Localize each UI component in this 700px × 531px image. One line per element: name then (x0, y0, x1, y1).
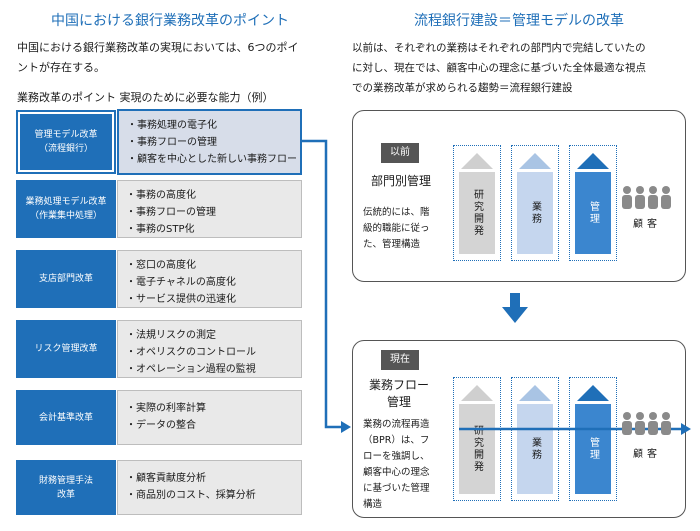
before-column-label: 管理 (587, 201, 599, 225)
capability-item: ・実際の利率計算 (126, 403, 206, 414)
point-label-risk: リスク管理改革 (16, 320, 116, 378)
left-intro-line: 中国における銀行業務改革の実現においては、6つのポイ (17, 41, 299, 54)
after-column-research: 研究開発 (453, 377, 501, 501)
point-capabilities-management-model: ・事務処理の電子化 ・事務フローの管理 ・顧客を中心とした新しい事務フロー (117, 109, 302, 175)
point-label-finance: 財務管理手法 改革 (16, 460, 116, 515)
before-text-line: 級的職能に従っ (363, 223, 430, 234)
after-text-line: 業務の流程再造 (363, 419, 430, 430)
capability-item: ・データの整合 (126, 420, 196, 431)
capability-item: ・事務のSTP化 (126, 224, 195, 235)
capability-item: ・窓口の高度化 (126, 260, 196, 271)
left-section-title: 中国における銀行業務改革のポイント (51, 13, 289, 29)
after-text-line: ローを強調し、 (363, 451, 430, 462)
after-text-line: （BPR）は、フ (363, 435, 430, 446)
left-intro: 中国における銀行業務改革の実現においては、6つのポイ ントが存在する。 (17, 38, 337, 78)
point-label-management-model: 管理モデル改革 （流程銀行） (16, 110, 116, 174)
customers-icon (622, 412, 671, 435)
right-intro: 以前は、それぞれの業務はそれぞれの部門内で完結していたの に対し、現在では、顧客… (352, 38, 692, 98)
point-capabilities-finance: ・顧客貢献度分析 ・商品別のコスト、採算分析 (117, 460, 302, 515)
after-text-line: に基づいた管理 (363, 483, 430, 494)
point-label-operations-model: 業務処理モデル改革 （作業集中処理） (16, 180, 116, 238)
after-panel: 現在 業務フロー 管理 業務の流程再造 （BPR）は、フ ローを強調し、 顧客中… (352, 340, 691, 518)
right-intro-line: での業務改革が求められる趨勢＝流程銀行建設 (352, 82, 573, 94)
before-text: 伝統的には、階 級的職能に従っ た、管理構造 (363, 205, 455, 253)
down-arrow-icon (502, 293, 528, 323)
right-section-title: 流程銀行建設＝管理モデルの改革 (414, 13, 624, 29)
before-column-operations: 業務 (511, 145, 559, 261)
point-capabilities-accounting: ・実際の利率計算 ・データの整合 (117, 390, 302, 445)
before-column-label: 研究開発 (471, 189, 483, 237)
before-text-line: た、管理構造 (363, 239, 421, 250)
point-capabilities-branch: ・窓口の高度化 ・電子チャネルの高度化 ・サービス提供の迅速化 (117, 250, 302, 308)
right-intro-line: 以前は、それぞれの業務はそれぞれの部門内で完結していたの (352, 42, 646, 54)
after-title-line: 管理 (386, 395, 411, 409)
after-customer-label: 顧客 (633, 449, 661, 460)
after-column-label: 業務 (529, 437, 541, 461)
before-panel: 以前 部門別管理 伝統的には、階 級的職能に従っ た、管理構造 研究開発 業務 … (352, 110, 686, 282)
after-title-line: 業務フロー (368, 378, 429, 392)
capability-item: ・顧客貢献度分析 (126, 473, 206, 484)
capability-item: ・サービス提供の迅速化 (126, 294, 236, 305)
capability-item: ・商品別のコスト、採算分析 (126, 490, 256, 501)
point-label-branch: 支店部門改革 (16, 250, 116, 308)
point-label-accounting: 会計基準改革 (16, 390, 116, 445)
after-title: 業務フロー 管理 (359, 377, 439, 411)
after-text-line: 構造 (363, 499, 383, 510)
point-capabilities-operations-model: ・事務の高度化 ・事務フローの管理 ・事務のSTP化 (117, 180, 302, 238)
right-intro-line: に対し、現在では、顧客中心の理念に基づいた全体最適な視点 (352, 62, 646, 74)
capability-item: ・事務処理の電子化 (127, 120, 217, 131)
after-column-label: 研究開発 (471, 425, 483, 473)
before-column-label: 業務 (529, 201, 541, 225)
capability-item: ・事務の高度化 (126, 190, 196, 201)
before-title: 部門別管理 (370, 174, 431, 188)
column-header: 業務改革のポイント 実現のために必要な能力（例） (17, 91, 274, 104)
capability-item: ・顧客を中心とした新しい事務フロー (127, 154, 297, 165)
after-text-line: 顧客中心の理念 (363, 467, 430, 478)
point-capabilities-risk: ・法規リスクの測定 ・オペリスクのコントロール ・オペレーション過程の監視 (117, 320, 302, 378)
capability-item: ・法規リスクの測定 (126, 330, 216, 341)
after-text: 業務の流程再造 （BPR）は、フ ローを強調し、 顧客中心の理念 に基づいた管理… (363, 417, 453, 513)
before-column-management: 管理 (569, 145, 617, 261)
before-customer-label: 顧客 (633, 219, 661, 230)
capability-item: ・電子チャネルの高度化 (126, 277, 236, 288)
after-column-management: 管理 (569, 377, 617, 501)
capability-item: ・オペリスクのコントロール (126, 347, 256, 358)
capability-item: ・事務フローの管理 (127, 137, 217, 148)
left-intro-line: ントが存在する。 (17, 61, 105, 74)
after-column-label: 管理 (587, 437, 599, 461)
before-column-research: 研究開発 (453, 145, 501, 261)
after-tag: 現在 (381, 350, 419, 370)
capability-item: ・オペレーション過程の監視 (126, 364, 256, 375)
customers-icon (622, 186, 671, 209)
before-tag: 以前 (381, 143, 419, 163)
capability-item: ・事務フローの管理 (126, 207, 216, 218)
after-column-operations: 業務 (511, 377, 559, 501)
before-text-line: 伝統的には、階 (363, 207, 430, 218)
